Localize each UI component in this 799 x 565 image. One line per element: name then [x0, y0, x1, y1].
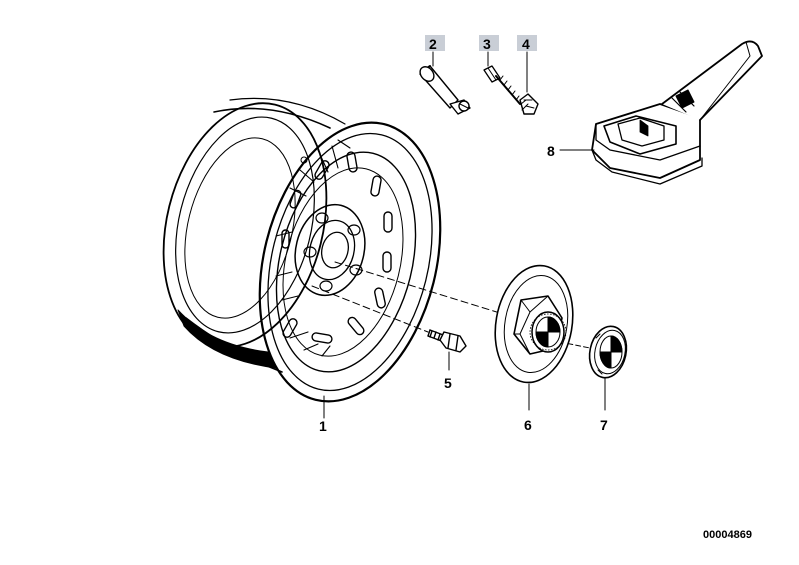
callout-4: 4 [522, 36, 530, 52]
callout-8: 8 [547, 143, 555, 159]
valve-cap [519, 93, 539, 115]
callout-highlight-4 [517, 35, 537, 51]
tire-valve [419, 65, 471, 115]
emblem-cap [588, 325, 628, 379]
callout-7: 7 [600, 417, 608, 433]
callout-5: 5 [444, 375, 452, 391]
callout-2: 2 [429, 36, 437, 52]
valve-core [483, 65, 521, 105]
hub-cap [494, 264, 574, 384]
bolt-axis-line [311, 285, 429, 333]
wheel-wrench [591, 40, 763, 185]
callout-3: 3 [483, 36, 491, 52]
wheel-bolt [427, 329, 467, 353]
callout-6: 6 [524, 417, 532, 433]
wheel-rim [162, 97, 442, 403]
callout-1: 1 [319, 418, 327, 434]
document-number: 00004869 [703, 529, 752, 541]
axis-line [334, 261, 501, 314]
callout-highlight-2 [425, 35, 445, 51]
callout-highlight-3 [479, 35, 499, 51]
